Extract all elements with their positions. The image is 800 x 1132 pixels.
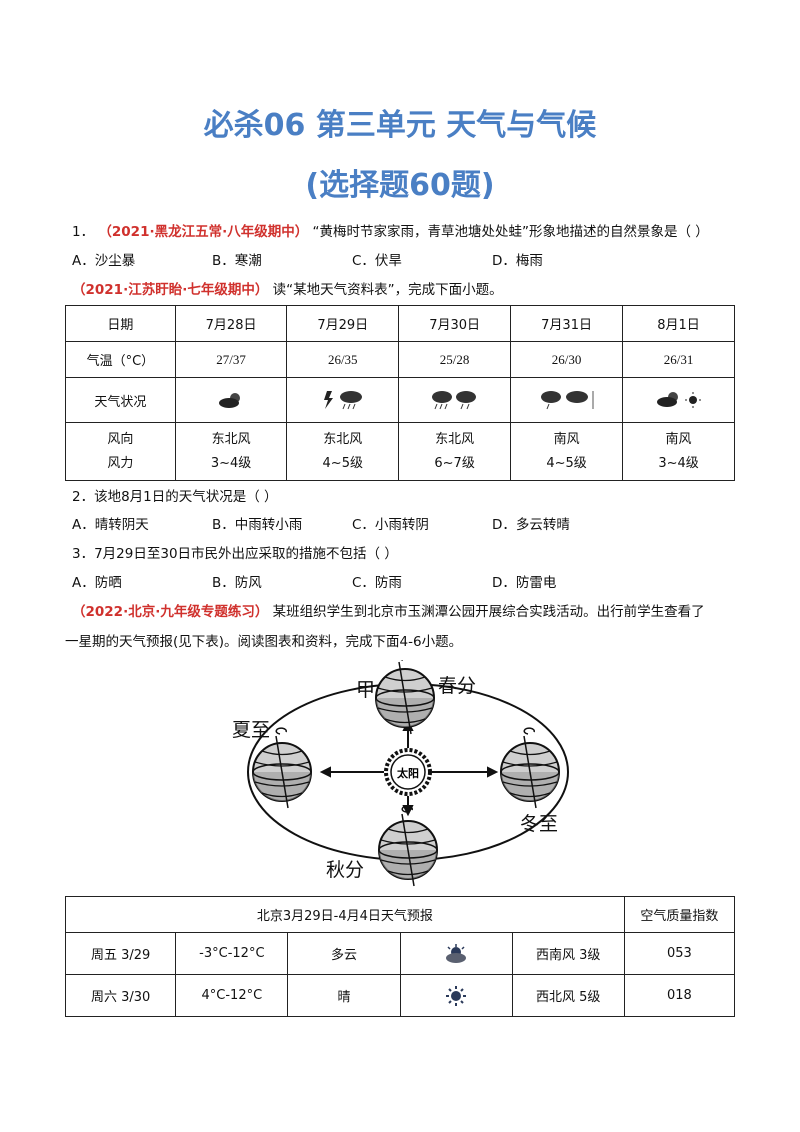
question-number: 1． [72, 224, 95, 240]
question-3: 3．7月29日至30日市民外出应采取的措施不包括（ ） [72, 546, 398, 562]
icon-cell [399, 974, 513, 1017]
sun-icon [446, 985, 467, 1006]
option-b: B．防风 [212, 575, 262, 591]
cloudy-sun-icon [446, 943, 467, 963]
label-autumn-equinox: 秋分 [326, 859, 364, 881]
date-cell: 8月1日 [622, 305, 735, 342]
option-c: C．伏旱 [352, 253, 402, 269]
question-1: 1． （2021·黑龙江五常·八年级期中） “黄梅时节家家雨，青草池塘处处蛙”形… [72, 220, 709, 240]
option-d: D．梅雨 [492, 253, 543, 269]
question-2: 2．该地8月1日的天气状况是（ ） [72, 489, 278, 505]
light-rain-cloudy-icon [540, 391, 594, 410]
date-cell: 7月30日 [398, 305, 512, 342]
condition-cell [622, 377, 735, 423]
earth-autumn-globe [378, 805, 438, 887]
date-cell: 7月31日 [510, 305, 624, 342]
wind-cell: 西南风 3级 [511, 932, 625, 975]
label-spring-equinox: 春分 [438, 675, 476, 697]
weather-cell: 晴 [287, 974, 401, 1017]
question-2-options: A．晴转阴天 B．中雨转小雨 C．小雨转阴 D．多云转晴 [72, 513, 732, 533]
option-c: C．防雨 [352, 575, 402, 591]
date-cell: 7月28日 [174, 305, 288, 342]
row-label-date: 日期 [65, 305, 176, 342]
option-d: D．防雷电 [492, 575, 557, 591]
row-label-condition: 天气状况 [65, 377, 176, 423]
label-summer-solstice: 夏至 [232, 719, 270, 741]
intro-text: 读“某地天气资料表”，完成下面小题。 [272, 282, 503, 298]
page-title: 必杀06 第三单元 天气与气候 [203, 108, 597, 143]
option-b: B．寒潮 [212, 253, 262, 269]
question-group-intro: （2021·江苏盱眙·七年级期中） 读“某地天气资料表”，完成下面小题。 [72, 278, 503, 298]
earth-spring-globe [375, 660, 435, 735]
condition-cell [510, 377, 624, 423]
row-label-temp: 气温（°C） [65, 341, 176, 378]
weather-cell: 多云 [287, 932, 401, 975]
wind-direction-label: 风向 [107, 431, 134, 447]
icon-cell [399, 932, 513, 975]
table-row: 周六 3/30 4°C-12°C 晴 西北风 5级 018 [64, 974, 736, 1017]
intro-text-continued: 一星期的天气预报(见下表)。阅读图表和资料，完成下面4-6小题。 [65, 634, 463, 650]
day-cell: 周五 3/29 [64, 932, 177, 975]
question-source: （2021·黑龙江五常·八年级期中） [98, 224, 309, 240]
option-d: D．多云转晴 [492, 517, 570, 533]
temp-cell: 26/35 [286, 341, 400, 378]
question-group-intro-2: （2022·北京·九年级专题练习） 某班组织学生到北京市玉渊潭公园开展综合实践活… [72, 600, 705, 620]
option-c: C．小雨转阴 [352, 517, 429, 533]
question-3-options: A．防晒 B．防风 C．防雨 D．防雷电 [72, 571, 732, 591]
option-b: B．中雨转小雨 [212, 517, 303, 533]
sun-icon [384, 748, 432, 796]
label-winter-solstice: 冬至 [520, 813, 558, 835]
condition-cell [174, 377, 288, 423]
temp-cell: 4°C-12°C [175, 974, 289, 1017]
temp-cell: -3°C-12°C [175, 932, 289, 975]
aqi-cell: 053 [623, 932, 736, 975]
temp-cell: 27/37 [174, 341, 288, 378]
question-text: “黄梅时节家家雨，青草池塘处处蛙”形象地描述的自然景象是（ ） [312, 224, 709, 240]
page-subtitle: (选择题60题) [305, 168, 495, 203]
option-a: A．晴转阴天 [72, 517, 149, 533]
table-row: 周五 3/29 -3°C-12°C 多云 西南风 3级 053 [64, 932, 736, 975]
cloudy-sun-icon [219, 393, 241, 408]
aqi-header: 空气质量指数 [623, 896, 736, 933]
forecast-table: 北京3月29日-4月4日天气预报 空气质量指数 周五 3/29 -3°C-12°… [64, 896, 736, 1017]
temp-cell: 25/28 [398, 341, 512, 378]
option-a: A．沙尘暴 [72, 253, 136, 269]
label-jia: 甲 [356, 679, 375, 701]
intro-text: 某班组织学生到北京市玉渊潭公园开展综合实践活动。出行前学生查看了 [272, 604, 705, 620]
thunder-rain-icon [323, 391, 362, 410]
option-a: A．防晒 [72, 575, 122, 591]
earth-orbit-diagram: 太阳 甲 春分 夏至 冬至 秋分 [232, 660, 569, 887]
rain-icon [431, 391, 476, 410]
question-source: （2022·北京·九年级专题练习） [72, 604, 269, 620]
temp-cell: 26/31 [622, 341, 735, 378]
temp-cell: 26/30 [510, 341, 624, 378]
question-source: （2021·江苏盱眙·七年级期中） [72, 282, 269, 298]
condition-cell [286, 377, 400, 423]
condition-cell [398, 377, 512, 423]
cloudy-to-sunny-icon [656, 392, 701, 408]
row-label-wind: 风向 风力 [65, 422, 176, 481]
earth-winter-globe [500, 727, 560, 809]
weather-data-table: 日期 7月28日 7月29日 7月30日 7月31日 8月1日 气温（°C） 2… [65, 305, 735, 481]
forecast-header: 北京3月29日-4月4日天气预报 [65, 896, 625, 933]
day-cell: 周六 3/30 [64, 974, 177, 1017]
date-cell: 7月29日 [286, 305, 400, 342]
sun-label: 太阳 [396, 766, 419, 780]
aqi-cell: 018 [623, 974, 736, 1017]
wind-cell: 西北风 5级 [511, 974, 625, 1017]
question-1-options: A．沙尘暴 B．寒潮 C．伏旱 D．梅雨 [72, 249, 732, 269]
wind-force-label: 风力 [107, 455, 134, 471]
